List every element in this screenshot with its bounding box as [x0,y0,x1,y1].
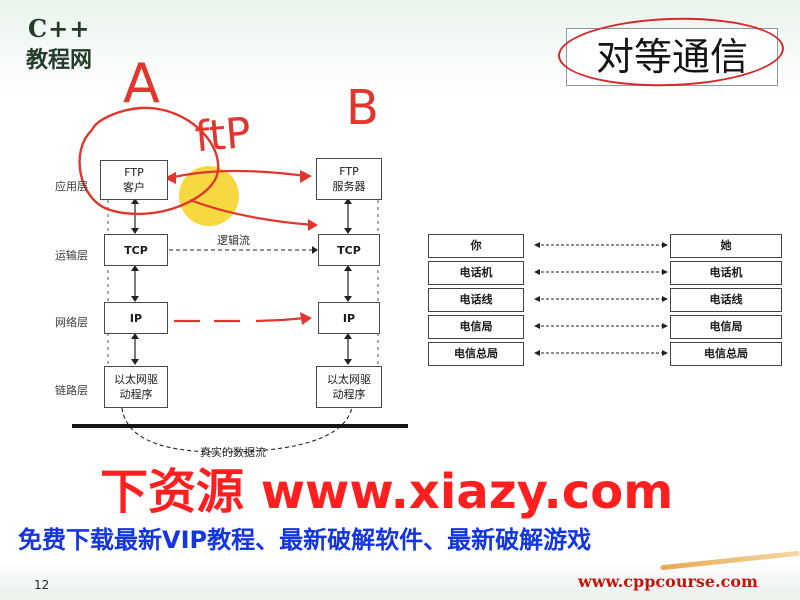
node-server-ethernet-line1: 以太网驱 [327,373,371,386]
annotation-ftp: ftP [192,107,253,162]
layer-label-application: 应用层 [55,180,88,193]
watermark-site-banner: 下资源 www.xiazy.com [100,464,674,520]
analogy-left-row-4: 电信局 [428,315,524,339]
analogy-left-row-2: 电话机 [428,261,524,285]
analogy-right-row-1: 她 [670,234,782,258]
node-client-ethernet-line2: 动程序 [119,388,153,401]
node-ftp-server-line1: FTP [339,165,359,178]
analogy-right-row-4: 电信局 [670,315,782,339]
annotation-b: B [346,80,379,136]
layer-label-link: 链路层 [55,384,88,397]
node-client-ip: IP [104,302,168,334]
analogy-right-row-3: 电话线 [670,288,782,312]
node-ftp-server: FTP 服务器 [316,158,382,200]
analogy-left-row-3: 电话线 [428,288,524,312]
logo-cpp-text: C++ [28,14,91,43]
real-flow-label: 真实的数据流 [200,446,266,459]
node-client-ethernet-line1: 以太网驱 [114,373,158,386]
page-number: 12 [34,578,50,592]
watermark-tagline: 免费下载最新VIP教程、最新破解软件、最新破解游戏 [18,526,592,554]
analogy-right-row-5: 电信总局 [670,342,782,366]
node-client-ethernet: 以太网驱 动程序 [104,366,168,408]
node-server-ethernet-line2: 动程序 [332,388,366,401]
analogy-left-row-5: 电信总局 [428,342,524,366]
cpp-tutorial-logo: C++ 教程网 [22,14,132,73]
analogy-right-row-2: 电话机 [670,261,782,285]
slide-title: 对等通信 [595,35,748,79]
footer-url: www.cppcourse.com [578,572,758,591]
node-client-tcp: TCP [104,234,168,266]
node-server-tcp: TCP [318,234,380,266]
annotation-a: A [123,52,160,115]
node-server-ethernet: 以太网驱 动程序 [316,366,382,408]
layer-label-transport: 运输层 [55,249,88,262]
layer-label-network: 网络层 [55,316,88,329]
network-medium-bar [72,424,408,428]
node-server-ip: IP [318,302,380,334]
node-ftp-client: FTP 客户 [100,160,168,200]
logical-flow-label: 逻辑流 [217,234,250,247]
node-ftp-server-line2: 服务器 [332,180,366,193]
title-box: 对等通信 [566,28,778,86]
analogy-left-row-1: 你 [428,234,524,258]
analogy-arrows [534,242,668,356]
node-ftp-client-line1: FTP [124,166,144,179]
logo-site-name: 教程网 [26,48,93,73]
node-ftp-client-line2: 客户 [123,181,145,194]
